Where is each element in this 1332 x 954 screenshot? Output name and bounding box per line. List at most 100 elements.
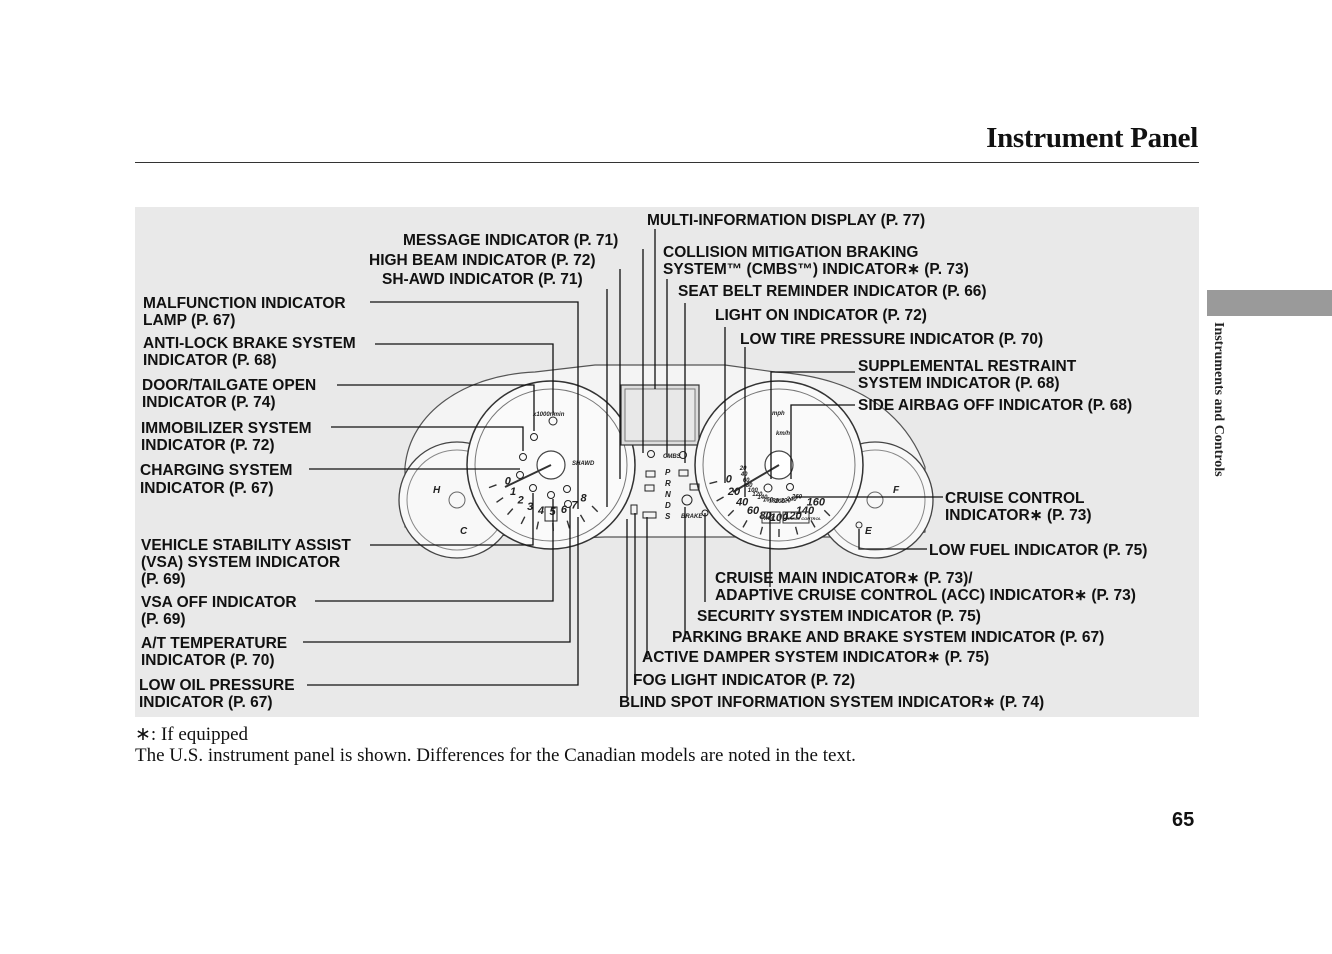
speed-kmh-numeral: 240 (786, 497, 798, 503)
footnote-text: The U.S. instrument panel is shown. Diff… (135, 745, 856, 766)
speed-kmh-numeral: 200 (774, 499, 786, 505)
label-vsa-line3: (P. 69) (141, 571, 186, 588)
abs-icon (548, 416, 558, 426)
speed-mph-numeral: 0 (726, 473, 733, 485)
srs-icon (763, 483, 773, 493)
speed-kmh-numeral: 140 (757, 495, 768, 501)
gear-n: N (665, 490, 671, 499)
tach-numeral: 1 (510, 486, 516, 498)
label-charging-line1: CHARGING SYSTEM (140, 462, 293, 479)
at-temp-icon (564, 500, 572, 508)
section-tab-label: Instruments and Controls (1211, 322, 1226, 477)
label-multi-information-display: MULTI-INFORMATION DISPLAY (P. 77) (647, 212, 926, 229)
speed-mph-numeral: 60 (747, 505, 760, 517)
speed-kmh-numeral: 20 (739, 466, 747, 472)
label-door-line2: INDICATOR (P. 74) (142, 394, 276, 411)
low-oil-icon (563, 485, 571, 493)
tach-numeral: 6 (561, 504, 568, 516)
speed-mph-numeral: 40 (735, 497, 749, 509)
label-message-indicator: MESSAGE INDICATOR (P. 71) (403, 232, 619, 249)
label-immobilizer-line2: INDICATOR (P. 72) (141, 437, 275, 454)
speed-kmh-unit: km/h (776, 431, 790, 437)
gear-s: S (665, 512, 671, 521)
speed-kmh-numeral: 60 (743, 478, 750, 484)
label-shawd-indicator: SH-AWD INDICATOR (P. 71) (382, 271, 583, 288)
label-abs-line1: ANTI-LOCK BRAKE SYSTEM (143, 335, 356, 352)
tach-numeral: 4 (537, 505, 544, 517)
section-tab[interactable] (1207, 290, 1332, 316)
label-low-tire-indicator: LOW TIRE PRESSURE INDICATOR (P. 70) (740, 331, 1044, 348)
label-vsa-off-line2: (P. 69) (141, 611, 186, 628)
label-light-on-indicator: LIGHT ON INDICATOR (P. 72) (715, 307, 927, 324)
speed-mph-numeral: 120 (783, 510, 802, 522)
title-rule (135, 162, 1199, 163)
speed-mph-tick (759, 526, 764, 535)
label-cruise-main-line2: ADAPTIVE CRUISE CONTROL (ACC) INDICATOR∗… (715, 587, 1136, 604)
label-cmbs-line1: COLLISION MITIGATION BRAKING (663, 244, 919, 261)
malfunction-icon (544, 506, 558, 522)
speed-unit: mph (772, 411, 785, 417)
label-fog-light-indicator: FOG LIGHT INDICATOR (P. 72) (633, 672, 856, 689)
tach-tick (488, 484, 497, 489)
label-cruise-main-line1: CRUISE MAIN INDICATOR∗ (P. 73)/ (715, 570, 973, 587)
speed-mph-tick (794, 526, 799, 535)
tire-pressure-icon (681, 494, 693, 506)
label-door-line1: DOOR/TAILGATE OPEN (142, 377, 317, 394)
cruise-text: CRUISE CONTROL (785, 516, 822, 521)
temp-hot-mark: H (433, 485, 441, 496)
label-srs-line2: SYSTEM INDICATOR (P. 68) (858, 375, 1060, 392)
label-seatbelt-indicator: SEAT BELT REMINDER INDICATOR (P. 66) (678, 283, 987, 300)
acc-text: ACC (763, 516, 775, 522)
speed-mph-tick (727, 509, 735, 517)
message-icon (647, 450, 655, 458)
speed-kmh-numeral: 160 (763, 497, 774, 503)
label-immobilizer-line1: IMMOBILIZER SYSTEM (141, 420, 312, 437)
tach-tick (591, 505, 599, 513)
label-srs-line1: SUPPLEMENTAL RESTRAINT (858, 358, 1077, 375)
tach-tick (579, 514, 586, 523)
tach-tick (496, 497, 504, 503)
speed-mph-tick (742, 520, 748, 528)
speed-mph-tick (716, 496, 724, 502)
speed-mph-tick (810, 520, 816, 528)
gear-p: P (665, 468, 671, 477)
turn-left-icon (645, 470, 656, 478)
gear-r: R (665, 479, 671, 488)
label-cmbs-line2: SYSTEM™ (CMBS™) INDICATOR∗ (P. 73) (663, 261, 969, 278)
tach-tick (506, 508, 514, 516)
damper-icon (642, 511, 657, 519)
tach-numeral: 3 (527, 501, 533, 513)
tach-tick (520, 516, 526, 525)
speed-kmh-numeral: 40 (740, 472, 748, 478)
label-side-airbag-indicator: SIDE AIRBAG OFF INDICATOR (P. 68) (858, 397, 1133, 414)
side-airbag-icon (786, 483, 794, 491)
tach-numeral: 2 (517, 494, 524, 506)
label-malfunction-line2: LAMP (P. 67) (143, 312, 236, 329)
leader-lines (303, 229, 943, 697)
label-malfunction-line1: MALFUNCTION INDICATOR (143, 295, 346, 312)
gear-d: D (665, 501, 671, 510)
tach-numeral: 8 (580, 492, 587, 504)
speed-mph-tick (823, 509, 831, 517)
label-vsa-line2: (VSA) SYSTEM INDICATOR (141, 554, 341, 571)
immobilizer-icon (519, 453, 527, 461)
label-low-fuel-indicator: LOW FUEL INDICATOR (P. 75) (929, 542, 1148, 559)
tach-tick (566, 520, 571, 529)
seatbelt-icon (679, 451, 687, 459)
speed-kmh-numeral: 80 (746, 483, 753, 489)
tach-unit: x1000r/min (532, 412, 565, 418)
fuel-full-mark: F (893, 485, 900, 496)
label-vsa-line1: VEHICLE STABILITY ASSIST (141, 537, 351, 554)
temp-cold-mark: C (460, 526, 468, 537)
speed-mph-tick (709, 480, 718, 485)
door-open-icon (530, 433, 538, 441)
speed-mph-numeral: 140 (796, 505, 815, 517)
speed-kmh-numeral: 220 (780, 499, 792, 505)
speed-kmh-numeral: 120 (752, 492, 763, 498)
speed-mph-numeral: 100 (770, 512, 789, 524)
label-abs-line2: INDICATOR (P. 68) (143, 352, 277, 369)
label-charging-line2: INDICATOR (P. 67) (140, 480, 274, 497)
brake-text: BRAKE (681, 514, 703, 520)
speed-mph-numeral: 160 (807, 497, 826, 509)
